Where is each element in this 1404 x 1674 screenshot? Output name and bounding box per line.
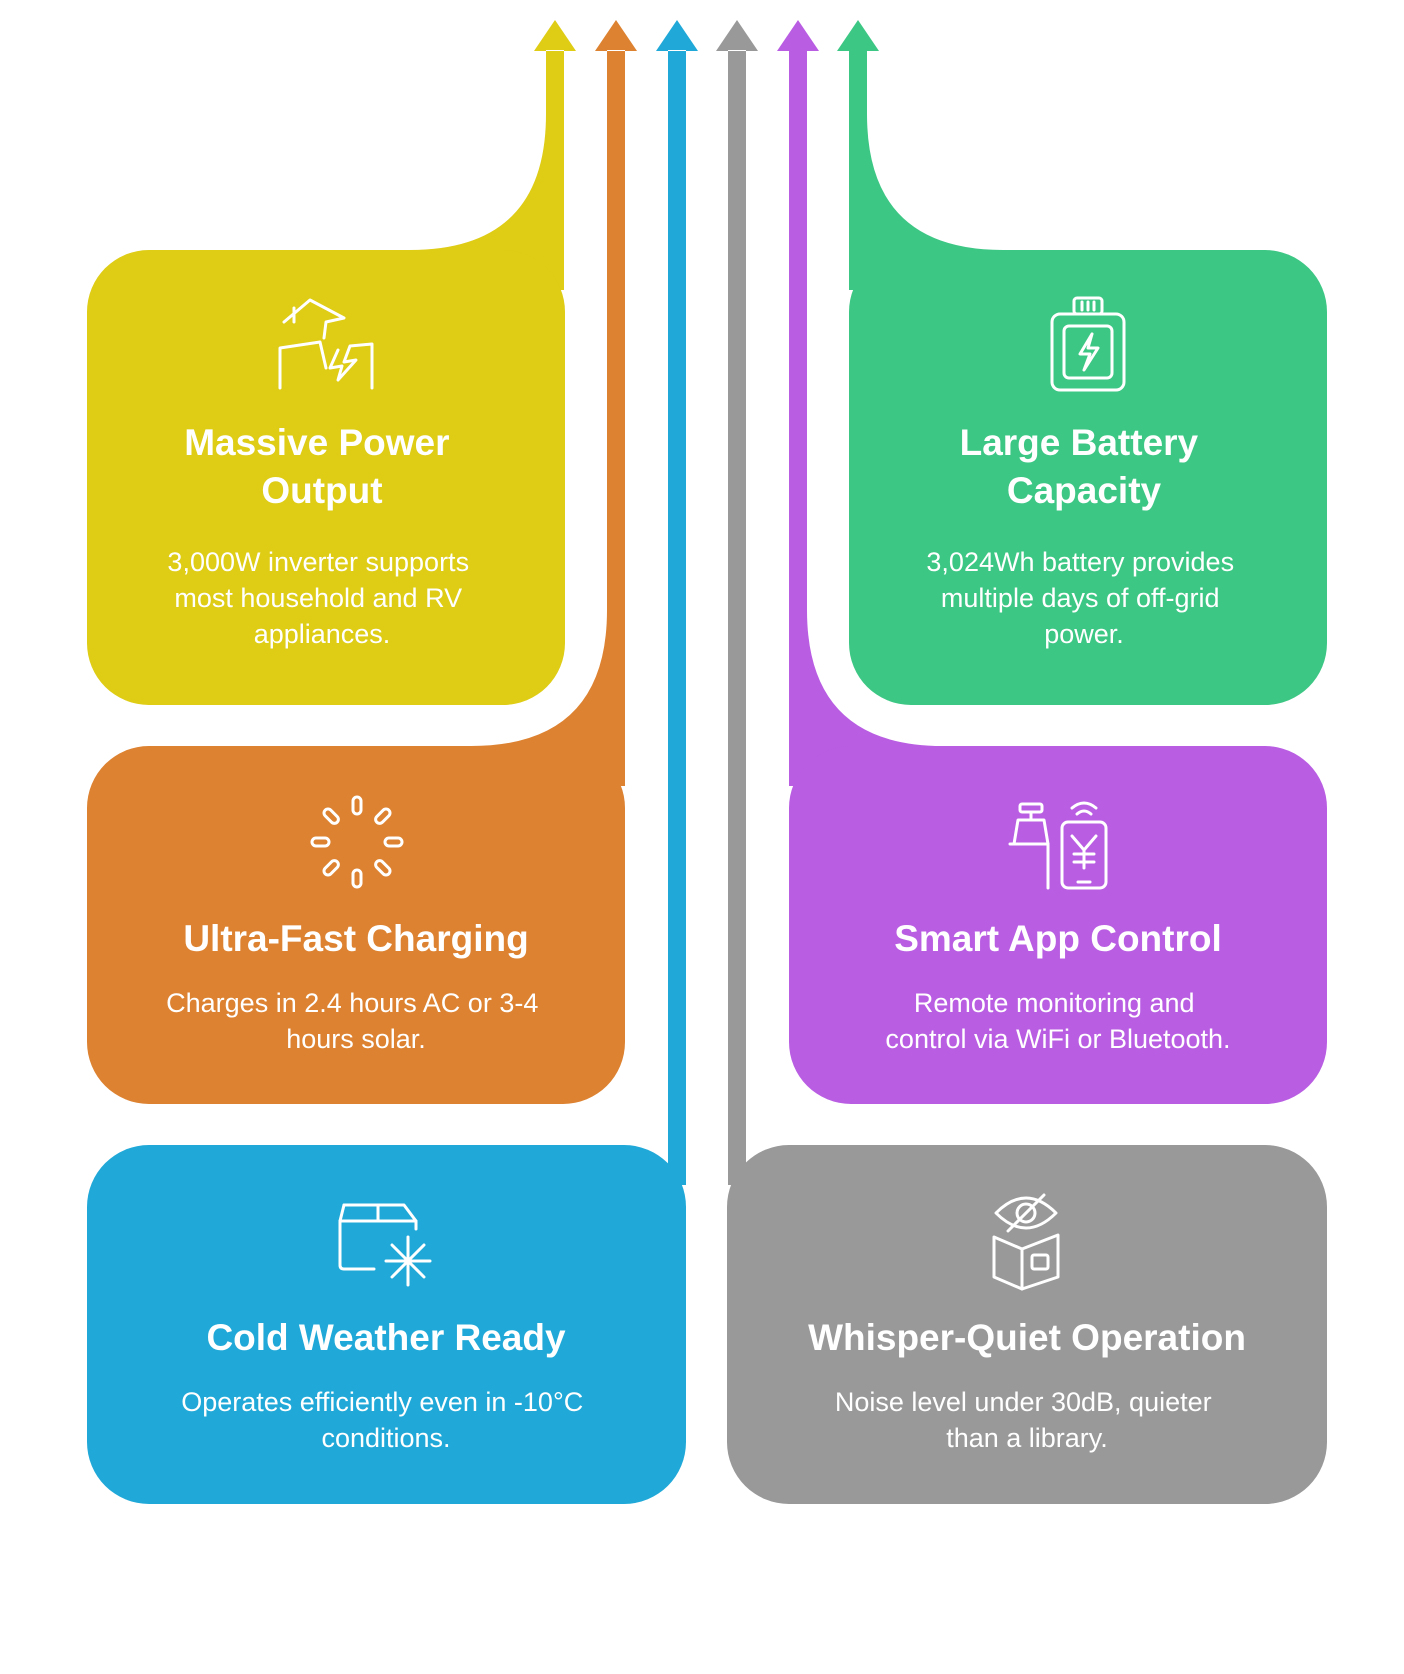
card-background (789, 746, 1327, 1104)
card-title: Ultra-Fast Charging (183, 918, 528, 959)
card-background (87, 746, 625, 1104)
card-description: Remote monitoring and control via WiFi o… (885, 988, 1230, 1054)
card-title: Large Battery Capacity (960, 422, 1209, 511)
card-description: Charges in 2.4 hours AC or 3-4 hours sol… (166, 988, 546, 1054)
card-massive-power-output: Massive Power Output 3,000W inverter sup… (87, 250, 565, 705)
card-title: Cold Weather Ready (206, 1317, 566, 1358)
gray-flow-arrow (716, 20, 758, 1185)
loading-spinner-icon (310, 795, 404, 889)
eye-off-box-icon (992, 1193, 1060, 1291)
card-large-battery-capacity: Large Battery Capacity 3,024Wh battery p… (849, 250, 1327, 705)
house-lightning-icon (278, 298, 374, 390)
card-title: Massive Power Output (184, 422, 460, 511)
card-ultra-fast-charging: Ultra-Fast Charging Charges in 2.4 hours… (87, 746, 625, 1104)
card-background (849, 250, 1327, 705)
flow-arrows (410, 20, 1003, 1185)
card-background (87, 1145, 686, 1504)
blue-flow-arrow (656, 20, 698, 1185)
card-background (727, 1145, 1327, 1504)
phone-wifi-icon (1008, 801, 1108, 890)
orange-flow-arrow (471, 20, 637, 786)
card-description: 3,000W inverter supports most household … (167, 547, 476, 649)
battery-bolt-icon (1050, 296, 1126, 392)
card-smart-app-control: Smart App Control Remote monitoring and … (789, 746, 1327, 1104)
card-cold-weather-ready: Cold Weather Ready Operates efficiently … (87, 1145, 686, 1504)
box-snowflake-icon (338, 1203, 432, 1287)
card-description: Operates efficiently even in -10°C condi… (181, 1387, 591, 1453)
card-description: Noise level under 30dB, quieter than a l… (835, 1387, 1219, 1453)
card-title: Whisper-Quiet Operation (808, 1317, 1246, 1358)
yellow-flow-arrow (410, 20, 576, 290)
card-whisper-quiet-operation: Whisper-Quiet Operation Noise level unde… (727, 1145, 1327, 1504)
purple-flow-arrow (777, 20, 943, 786)
card-background (87, 250, 565, 705)
green-flow-arrow (837, 20, 1003, 290)
card-title: Smart App Control (894, 918, 1222, 959)
card-description: 3,024Wh battery provides multiple days o… (926, 547, 1241, 649)
